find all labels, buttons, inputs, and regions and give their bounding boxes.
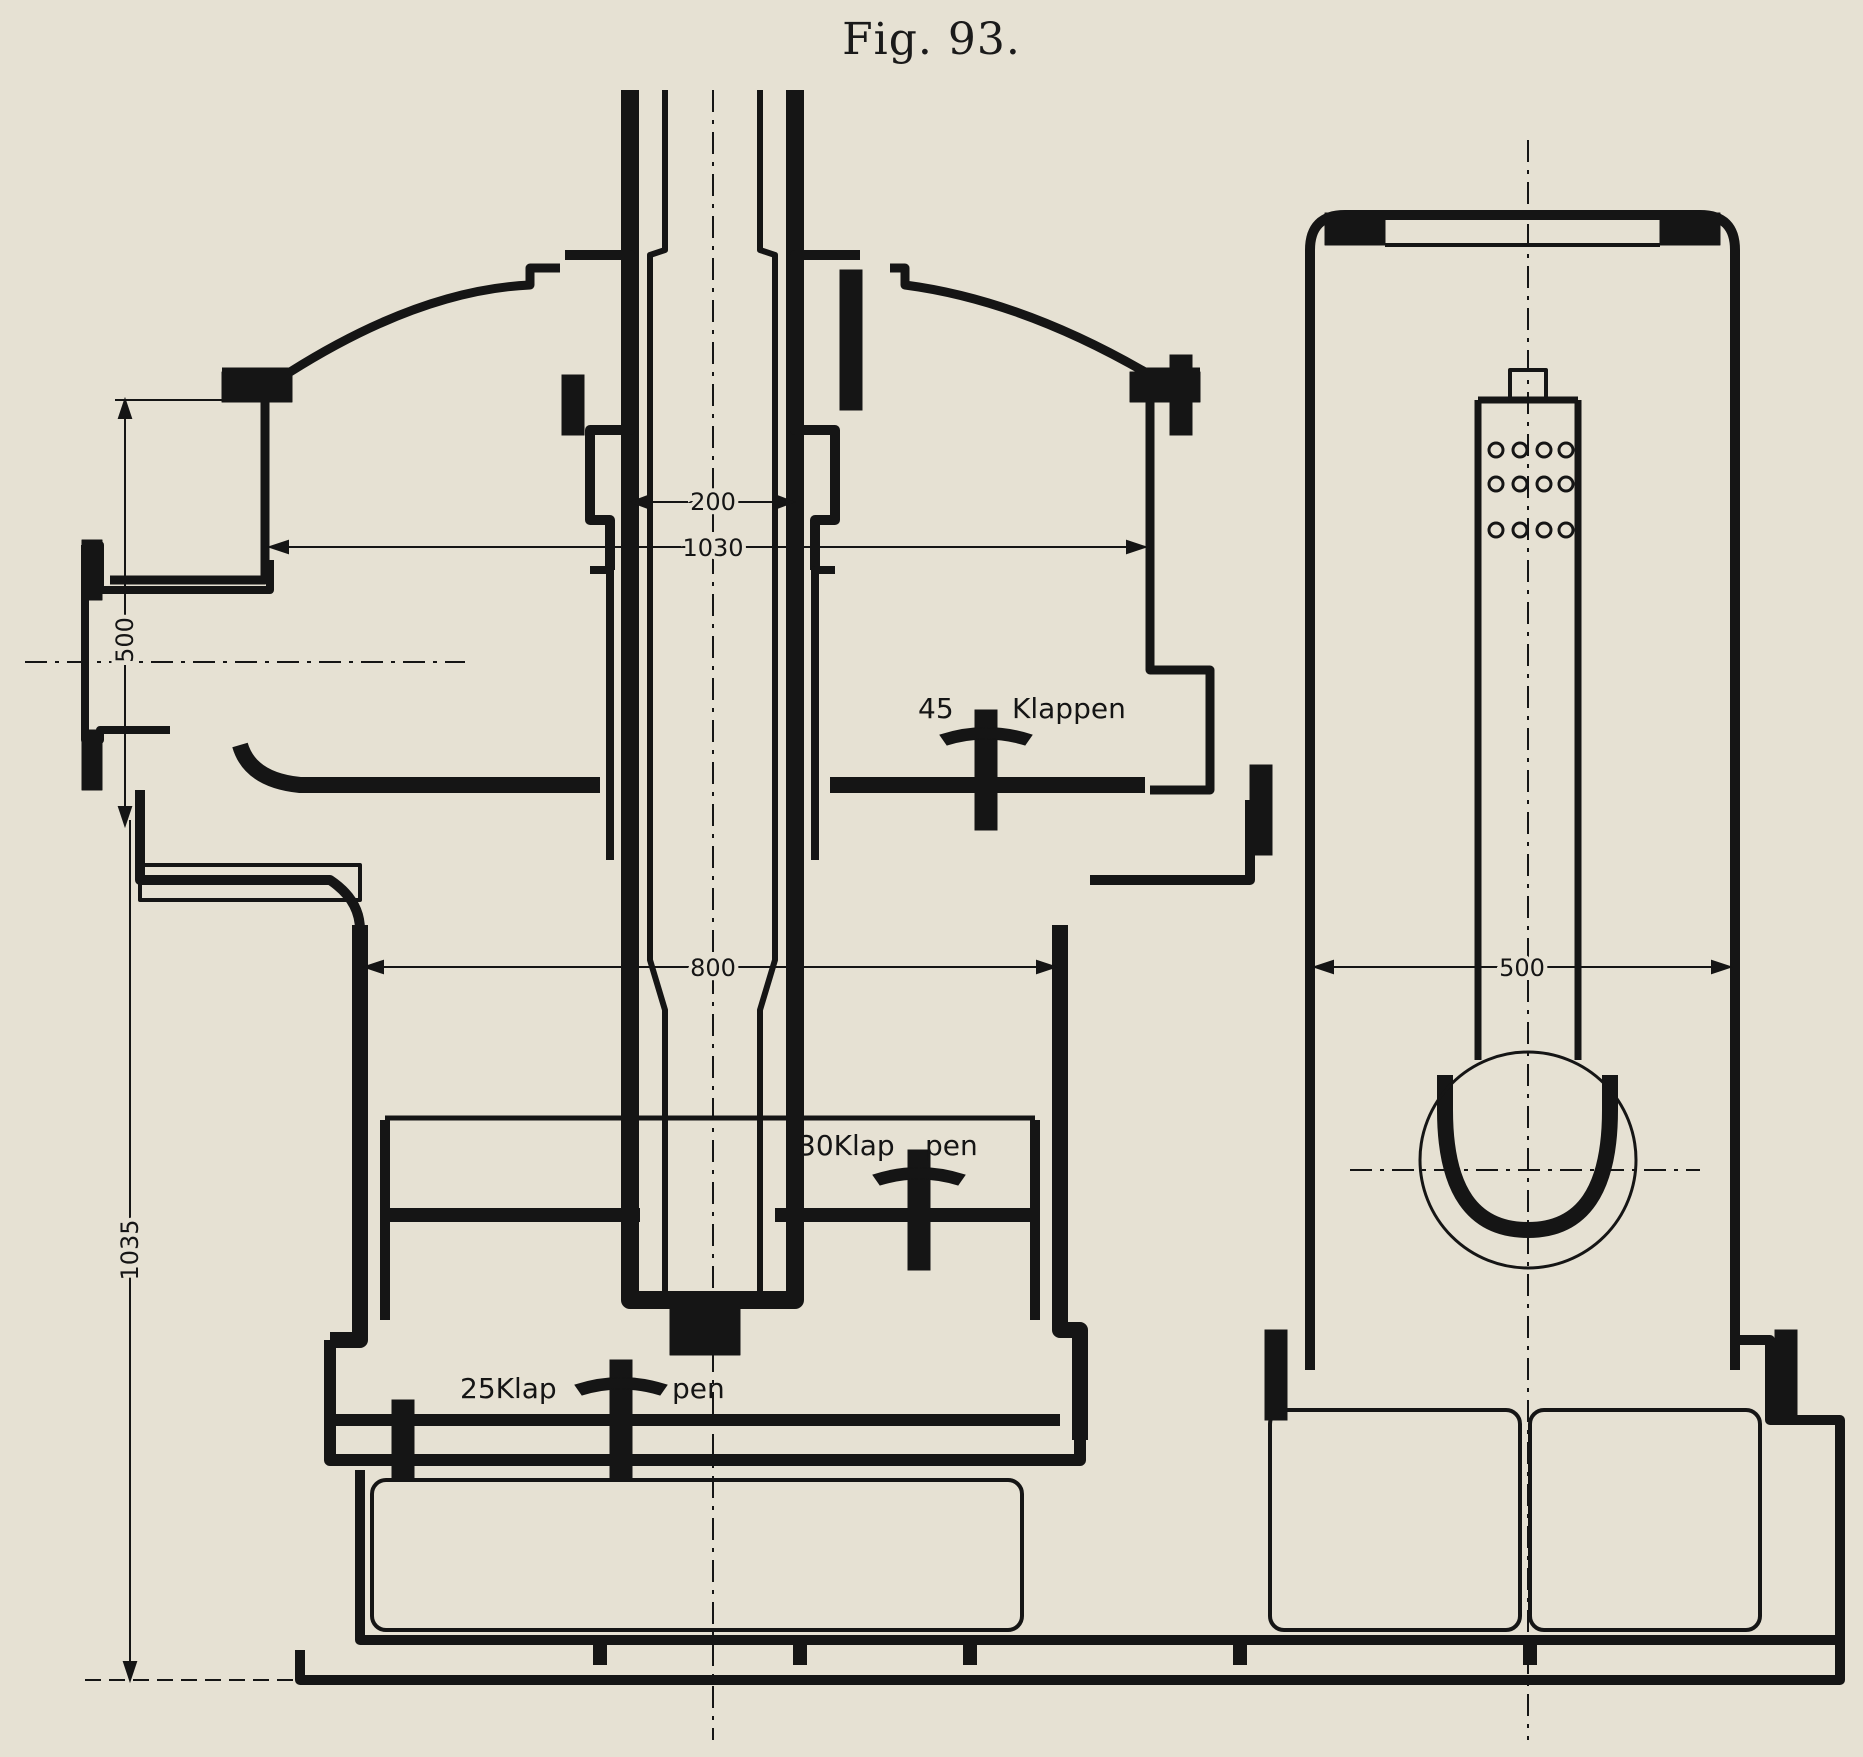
inlet-flange-top	[81, 539, 103, 601]
vessel-top-right-block	[1659, 212, 1721, 246]
shaft-guide	[590, 566, 835, 860]
shaft-foot-nut	[669, 1299, 741, 1356]
figure-title: Fig. 93.	[842, 14, 1021, 65]
strainer-holes	[1487, 441, 1575, 539]
strainer-cap	[1508, 368, 1548, 402]
base-plate	[295, 1335, 1845, 1685]
vessel-top-left-block	[1324, 212, 1386, 246]
middle-valve-suffix: pen	[925, 1129, 978, 1162]
strainer-bowl	[1437, 1075, 1618, 1238]
middle-valve-label: 30Klap	[798, 1129, 895, 1162]
valve-bolts	[391, 269, 1798, 1481]
middle-flange-ledge	[138, 863, 362, 902]
lower-valve-suffix: pen	[672, 1372, 725, 1405]
lower-barrel-right	[1052, 925, 1088, 1440]
lower-valve-deck	[324, 1340, 1086, 1466]
air-vessel	[1305, 210, 1740, 1370]
middle-flange	[135, 790, 1255, 931]
upper-valve-deck	[232, 742, 1145, 793]
dim-side-tank-width: 500	[1499, 954, 1545, 982]
dim-upper-chamber-diameter: 1030	[682, 534, 743, 562]
top-cover-dome	[222, 263, 1200, 377]
central-shaft	[565, 90, 860, 1356]
top-cover-left-flange	[221, 371, 293, 403]
dim-inlet-height: 500	[111, 617, 139, 663]
dim-overall-height: 1035	[116, 1219, 144, 1280]
inlet-flange-bottom	[81, 729, 103, 791]
upper-valve-count: 45	[918, 692, 954, 725]
dim-lower-chamber-diameter: 800	[690, 954, 736, 982]
lower-valve-label: 25Klap	[460, 1372, 557, 1405]
inner-tube	[647, 90, 778, 1300]
upper-valve-word: Klappen	[1012, 692, 1126, 725]
shaft-collar	[565, 250, 860, 570]
upper-chamber-wall	[110, 400, 1215, 795]
base-ribs	[593, 1640, 1537, 1665]
bowl-outline	[1418, 1050, 1638, 1270]
dim-shaft-diameter: 200	[690, 488, 736, 516]
dimension-lines	[85, 396, 1734, 1684]
lower-barrel-left	[330, 925, 368, 1348]
